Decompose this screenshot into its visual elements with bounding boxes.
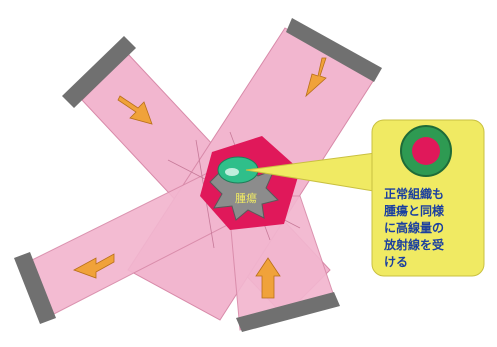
callout-line-1: 正常組織も [384,186,444,201]
tumor-label: 腫瘍 [235,191,257,205]
callout-line-2: 腫瘍と同様 [384,203,445,218]
callout-line-4: 放射線を受 [383,237,444,252]
normal-tissue-core-icon [412,137,440,165]
tumor-highlight [225,168,239,176]
callout-line-3: に高線量の [384,220,444,235]
callout-line-5: ける [384,255,408,269]
callout-box: 正常組織も 腫瘍と同様 に高線量の 放射線を受 ける [372,120,484,276]
